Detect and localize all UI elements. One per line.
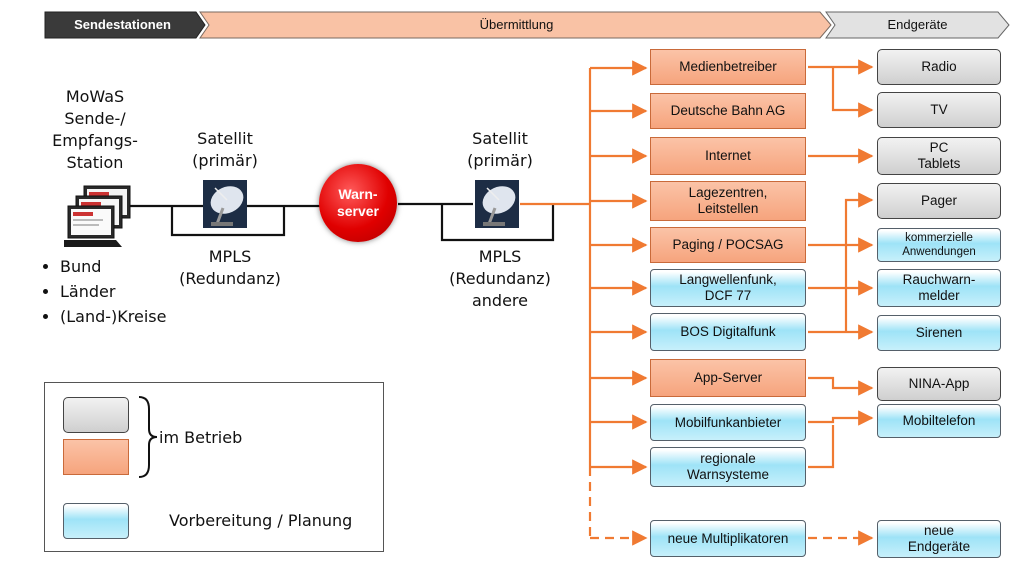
node-app-server: App-Server	[650, 359, 806, 397]
sender-list: Bund Länder (Land-)Kreise	[40, 254, 166, 329]
device-radio: Radio	[877, 49, 1001, 85]
node-paging: Paging / POCSAG	[650, 227, 806, 263]
node-neue-multiplikatoren: neue Multiplikatoren	[650, 520, 806, 557]
device-nina-app: NINA-App	[877, 367, 1001, 401]
node-lagezentren: Lagezentren, Leitstellen	[650, 181, 806, 221]
device-kommerzielle-anwendungen: kommerzielle Anwendungen	[877, 228, 1001, 262]
legend-brace	[138, 396, 158, 478]
satellite-dish-icon	[203, 180, 247, 228]
device-pc-tablets: PC Tablets	[877, 137, 1001, 175]
warnserver-node: Warn- server	[319, 164, 397, 242]
node-regionale-warnsysteme: regionale Warnsysteme	[650, 447, 806, 487]
legend: im Betrieb Vorbereitung / Planung	[44, 382, 384, 552]
node-mobilfunkanbieter: Mobilfunkanbieter	[650, 404, 806, 441]
legend-swatch-gray	[63, 397, 129, 433]
laptop-icon	[64, 185, 131, 247]
legend-swatch-blue	[63, 503, 129, 539]
stage-uebermittlung: Übermittlung	[479, 17, 554, 32]
stage-endgeraete: Endgeräte	[887, 17, 948, 32]
device-mobiltelefon: Mobiltelefon	[877, 404, 1001, 438]
node-langwellenfunk: Langwellenfunk, DCF 77	[650, 269, 806, 307]
sender-list-item: (Land-)Kreise	[60, 304, 166, 329]
satellite-dish-icon	[475, 180, 519, 228]
mpls-2-label: MPLS (Redundanz) andere	[449, 247, 551, 310]
node-internet: Internet	[650, 137, 806, 175]
stage-sendestationen: Sendestationen	[74, 17, 171, 32]
device-sirenen: Sirenen	[877, 315, 1001, 351]
stage-header-bar	[44, 11, 1010, 39]
sender-list-item: Bund	[60, 254, 166, 279]
node-deutsche-bahn: Deutsche Bahn AG	[650, 93, 806, 129]
sender-list-item: Länder	[60, 279, 166, 304]
mowas-station-label: MoWaS Sende-/ Empfangs- Station	[52, 87, 138, 172]
device-pager: Pager	[877, 183, 1001, 219]
device-rauchwarnmelder: Rauchwarn- melder	[877, 269, 1001, 307]
legend-label-in-operation: im Betrieb	[159, 428, 243, 447]
device-tv: TV	[877, 92, 1001, 128]
satellite-1-label: Satellit (primär)	[192, 129, 258, 170]
satellite-2-label: Satellit (primär)	[467, 129, 533, 170]
device-neue-endgeraete: neue Endgeräte	[877, 520, 1001, 558]
node-medienbetreiber: Medienbetreiber	[650, 49, 806, 85]
legend-swatch-orange	[63, 439, 129, 475]
mpls-1-label: MPLS (Redundanz)	[179, 247, 281, 288]
node-bos-digitalfunk: BOS Digitalfunk	[650, 313, 806, 351]
legend-label-planning: Vorbereitung / Planung	[169, 511, 353, 530]
